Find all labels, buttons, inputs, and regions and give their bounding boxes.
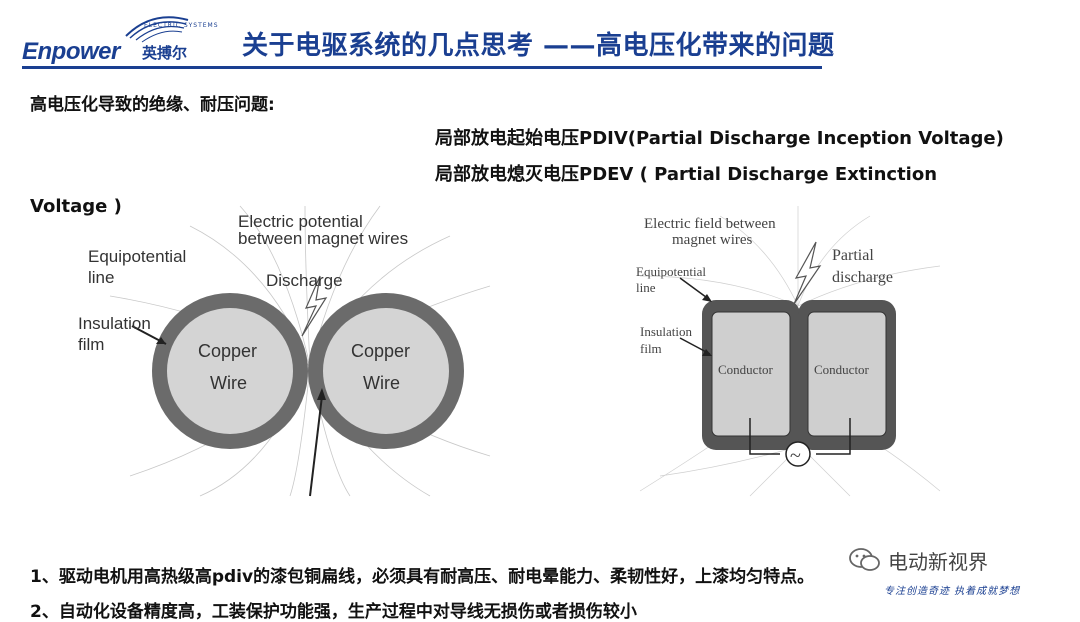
equipotential-arrow [679,277,711,301]
insulation-arrow-head [702,349,712,356]
watermark-slogan: 专注创造奇迹 执着成就梦想 [884,586,1021,597]
label-partial-line1: Partial [832,247,874,264]
point-2: 2、自动化设备精度高，工装保护功能强，生产过程中对导线无损伤或者损伤较小 [30,602,637,622]
label-insulation-line2: film [640,341,662,356]
circuit-wire-right [816,418,851,455]
logo-tagline: ELECTRIC SYSTEMS [144,22,219,29]
right-conductor [807,311,887,437]
label-field-line2: magnet wires [672,232,753,248]
right-wire-label-line1: Copper [351,341,410,361]
label-equipotential-line2: line [636,280,656,295]
label-field-line1: Electric field between [644,216,776,232]
round-wire-discharge-diagram: Electric potential between magnet wires … [70,205,491,497]
logo-globe-icon [125,16,189,43]
label-equipotential-line1: Equipotential [88,247,186,266]
right-wire-conductor [323,308,449,434]
logo-chinese-name: 英搏尔 [142,44,188,62]
wechat-icon [849,548,880,571]
label-insulation-line2: film [78,335,104,354]
label-insulation-line1: Insulation [640,324,692,339]
equipotential-arrow-head [702,294,712,302]
label-discharge: Discharge [266,271,343,290]
rectangular-wire-discharge-diagram: ~ Electric field between magnet wires Pa… [620,206,950,497]
pdev-definition: 局部放电熄灭电压PDEV ( Partial Discharge Extinct… [435,164,938,185]
label-insulation-line1: Insulation [78,314,151,333]
label-partial-line2: discharge [832,269,893,286]
point-1: 1、驱动电机用高热级高pdiv的漆包铜扁线，必须具有耐高压、耐电晕能力、柔韧性好… [30,567,815,587]
wechat-watermark: 电动新视界 专注创造奇迹 执着成就梦想 [848,540,1078,608]
logo-wordmark: Enpower [22,38,120,65]
left-wire-label-line2: Wire [210,373,247,393]
pdiv-definition: 局部放电起始电压PDIV(Partial Discharge Inception… [435,128,1004,149]
ac-symbol: ~ [790,445,801,467]
page-title: 关于电驱系统的几点思考 ——高电压化带来的问题 [242,31,835,61]
enpower-logo: ELECTRIC SYSTEMS Enpower 英搏尔 [22,14,222,70]
right-conductor-label: Conductor [814,362,870,377]
right-wire-label-line2: Wire [363,373,400,393]
circuit-wire-left [749,418,780,455]
section-subtitle: 高电压化导致的绝缘、耐压问题: [30,95,275,115]
label-equipotential-line2: line [88,268,114,287]
left-wire-label-line1: Copper [198,341,257,361]
label-equipotential-line1: Equipotential [636,264,706,279]
ac-source-icon [785,441,811,467]
discharge-bolt-icon [301,275,328,337]
left-wire-conductor [167,308,293,434]
title-divider [22,66,822,69]
partial-discharge-bolt-icon [793,241,822,305]
watermark-account-name: 电动新视界 [888,550,988,574]
left-conductor [711,311,791,437]
left-conductor-label: Conductor [718,362,774,377]
label-potential-line2: between magnet wires [238,229,408,248]
gap-arrow-head [317,388,326,400]
insulation-arrow-head [156,337,166,344]
gap-arrow [309,395,323,497]
label-potential-line1: Electric potential [238,212,363,231]
